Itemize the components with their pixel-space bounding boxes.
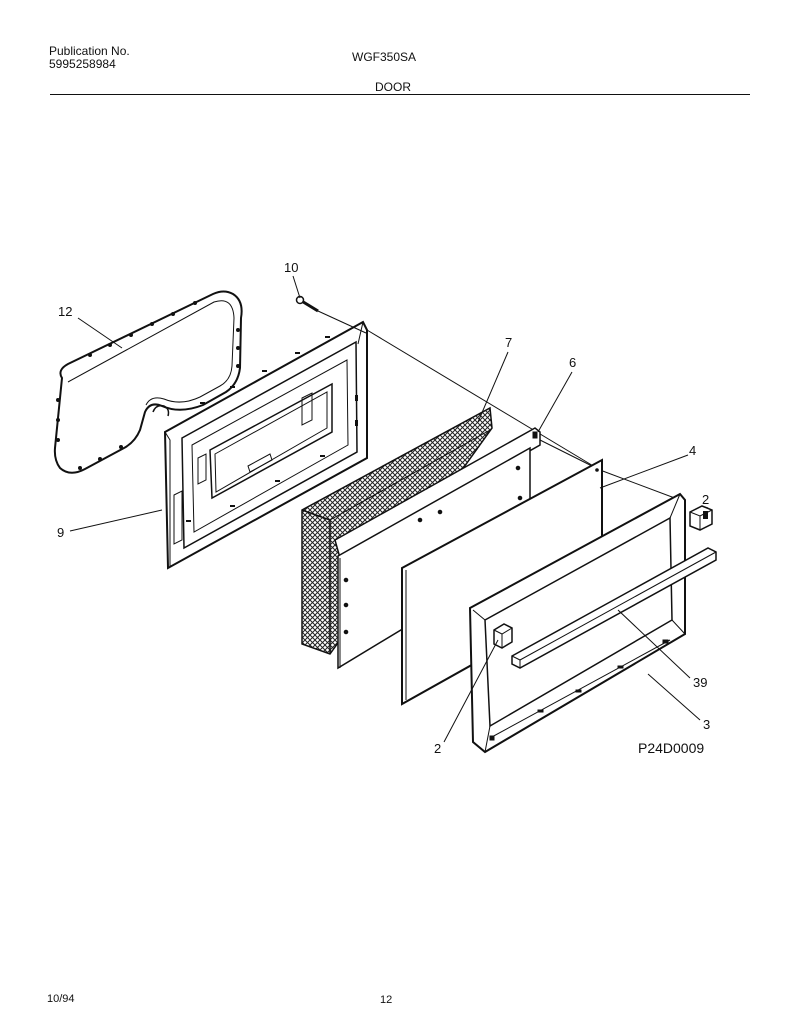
callout-7: 7 — [505, 335, 513, 350]
footer-date: 10/94 — [47, 993, 75, 1005]
assembly-lines — [317, 310, 681, 501]
publication-number: 5995258984 — [49, 57, 116, 71]
callout-2-right: 2 — [702, 492, 710, 507]
door-handle — [511, 547, 717, 669]
screw — [295, 295, 319, 313]
callout-4: 4 — [689, 443, 697, 458]
model-number: WGF350SA — [352, 50, 417, 64]
callout-39: 39 — [693, 675, 708, 690]
handle-end-cap-left — [493, 623, 513, 649]
callout-9: 9 — [57, 525, 65, 540]
gasket-clips — [56, 301, 240, 470]
callout-3: 3 — [703, 717, 711, 732]
callout-12: 12 — [58, 304, 73, 319]
callout-10: 10 — [284, 260, 299, 275]
inner-door-liner — [163, 320, 368, 570]
publication-label: Publication No. — [49, 44, 130, 58]
section-title: DOOR — [375, 80, 411, 94]
liner-edge-slots — [186, 336, 358, 522]
callout-2-left: 2 — [434, 741, 442, 756]
callout-6: 6 — [569, 355, 577, 370]
door-gasket — [53, 290, 243, 474]
gasket-end-loop — [152, 404, 170, 417]
diagram-code: P24D0009 — [638, 740, 705, 756]
callout-leaders — [69, 275, 709, 743]
header-rule — [50, 94, 750, 95]
handle-end-cap-right — [689, 505, 713, 531]
page-number: 12 — [380, 994, 393, 1006]
